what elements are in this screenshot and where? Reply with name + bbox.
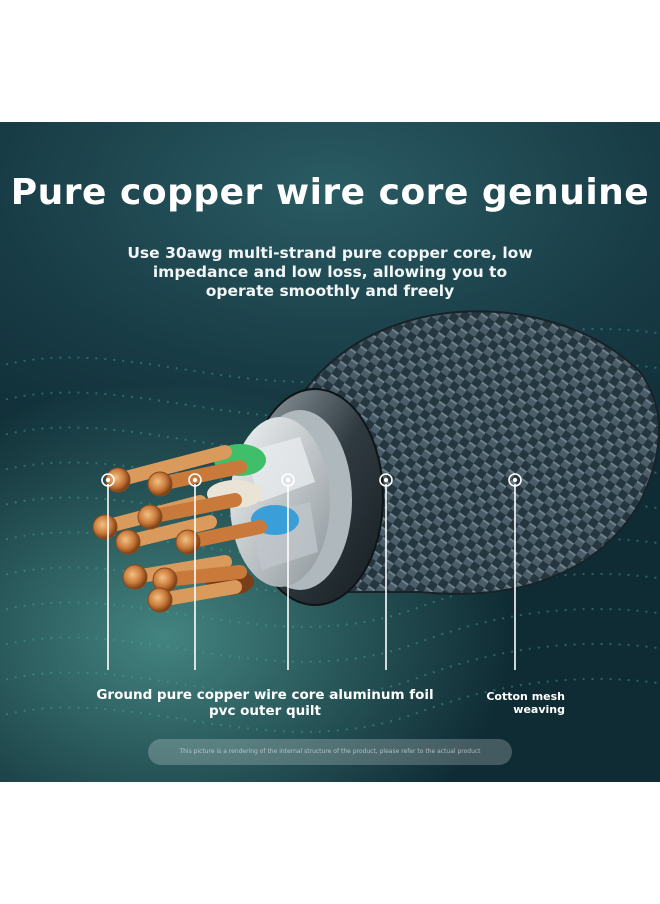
subtitle-line: Use 30awg multi-strand pure copper core,… [127,244,533,262]
callout-text: Cotton mesh [486,690,565,703]
callout-text: pvc outer quilt [208,703,321,719]
banner-subtitle: Use 30awg multi-strand pure copper core,… [110,244,550,301]
copper-wire-strands [92,445,267,613]
callout-label-right: Cotton mesh weaving [455,690,565,716]
callout-lines [101,473,522,670]
braided-cable-jacket [298,310,660,595]
callout-text: weaving [513,703,565,716]
cable-cross-section-illustration [0,310,660,733]
callout-label-left: Ground pure copper wire core aluminum fo… [70,687,460,719]
callout-text: Ground pure copper wire core aluminum fo… [96,687,434,703]
subtitle-line: operate smoothly and freely [205,282,455,300]
subtitle-line: impedance and low loss, allowing you to [152,263,508,281]
disclaimer-note: This picture is a rendering of the inter… [148,739,512,765]
banner-title: Pure copper wire core genuine [10,172,650,213]
product-banner: Pure copper wire core genuine Use 30awg … [0,122,660,782]
